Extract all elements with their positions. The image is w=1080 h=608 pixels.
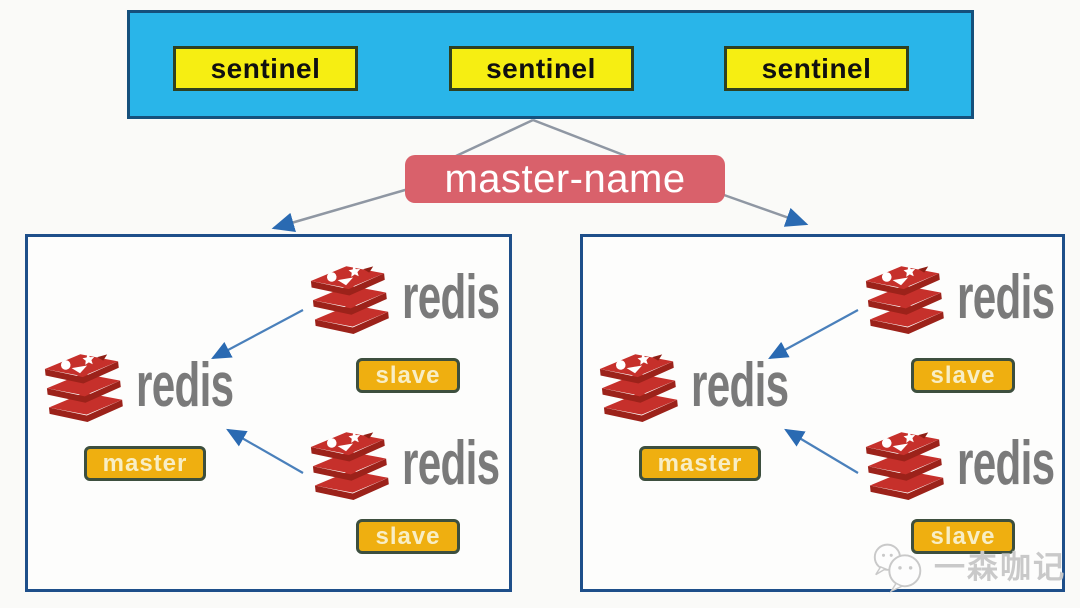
right-master-node: redis bbox=[593, 351, 834, 427]
mastername-to-left-cluster-arrow bbox=[271, 186, 413, 233]
redis-icon bbox=[855, 424, 954, 509]
watermark: 一森咖记 bbox=[868, 532, 1066, 596]
mastername-to-right-cluster-arrow bbox=[723, 193, 809, 227]
left-slave2-role-tag: slave bbox=[356, 519, 460, 554]
redis-icon bbox=[855, 258, 954, 343]
wechat-bubbles-icon bbox=[873, 543, 922, 593]
left-slave1-role-tag: slave bbox=[356, 358, 460, 393]
left-slave2-node: redis bbox=[304, 429, 545, 505]
sentinel-to-mastername-line-right bbox=[532, 118, 627, 158]
watermark-text: 一森咖记 bbox=[934, 549, 1066, 585]
left-replication-group: redis redis redis master slave slave bbox=[25, 234, 512, 592]
redis-logo-text: redis bbox=[957, 263, 1055, 332]
master-name-badge: master-name bbox=[405, 155, 725, 203]
left-master-node: redis bbox=[38, 351, 279, 427]
redis-icon bbox=[34, 346, 133, 431]
right-slave1-node: redis bbox=[859, 263, 1080, 339]
sentinel-node-3: sentinel bbox=[724, 46, 909, 91]
right-replication-group: redis redis redis master slave slave bbox=[580, 234, 1065, 592]
left-master-role-tag: master bbox=[84, 446, 206, 481]
redis-icon bbox=[300, 258, 399, 343]
redis-icon bbox=[589, 346, 688, 431]
redis-icon bbox=[300, 424, 399, 509]
redis-logo-text: redis bbox=[957, 429, 1055, 498]
right-slave2-node: redis bbox=[859, 429, 1080, 505]
redis-logo-text: redis bbox=[402, 429, 500, 498]
sentinel-node-1: sentinel bbox=[173, 46, 358, 91]
right-master-role-tag: master bbox=[639, 446, 761, 481]
sentinel-to-mastername-line-left bbox=[455, 118, 534, 158]
redis-logo-text: redis bbox=[136, 351, 234, 420]
sentinel-panel: sentinel sentinel sentinel bbox=[127, 10, 974, 119]
right-slave2-role-tag: slave bbox=[911, 519, 1015, 554]
left-slave1-node: redis bbox=[304, 263, 545, 339]
redis-logo-text: redis bbox=[402, 263, 500, 332]
sentinel-node-2: sentinel bbox=[448, 46, 634, 91]
redis-logo-text: redis bbox=[691, 351, 789, 420]
right-slave1-role-tag: slave bbox=[911, 358, 1015, 393]
